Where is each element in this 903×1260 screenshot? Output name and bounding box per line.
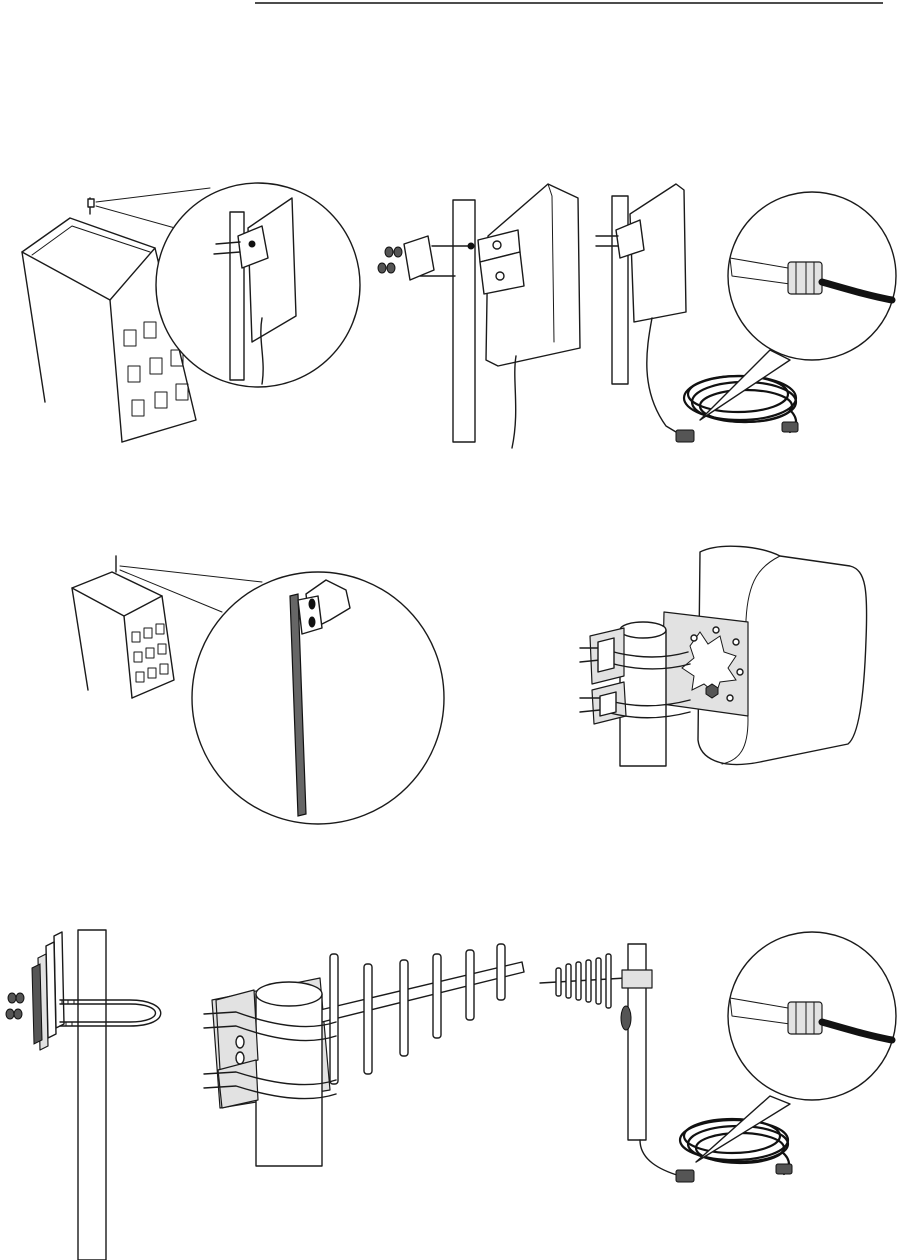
figure-panel-antenna-cable-connection bbox=[596, 184, 896, 442]
cable-icon bbox=[647, 318, 686, 438]
figure-omni-panel-pole-clamp bbox=[580, 546, 867, 766]
zoom-line bbox=[96, 188, 210, 202]
n-connector-icon bbox=[676, 422, 798, 442]
clamp-plate-icon bbox=[404, 236, 434, 280]
zoom-line bbox=[96, 206, 175, 228]
n-connector-icon bbox=[676, 1164, 792, 1182]
bolt-icon bbox=[621, 1006, 631, 1030]
figure-yagi-antenna-cable-connection bbox=[540, 932, 896, 1182]
bolt-icon bbox=[309, 599, 315, 609]
mast-icon bbox=[88, 198, 94, 214]
cable-icon bbox=[640, 1140, 680, 1176]
u-bolt-icon bbox=[60, 1000, 161, 1026]
yagi-element-icon bbox=[320, 944, 524, 1084]
figure-yagi-antenna-pole-clamp bbox=[204, 944, 524, 1166]
mast-icon bbox=[453, 200, 475, 442]
mast-icon bbox=[612, 196, 628, 384]
figure-building-rooftop-zoom-small bbox=[72, 556, 444, 824]
pole-icon bbox=[620, 622, 666, 766]
bolt-icon bbox=[249, 241, 255, 247]
cable-icon bbox=[512, 356, 516, 448]
pole-icon bbox=[256, 982, 322, 1166]
panel-antenna-icon bbox=[630, 184, 686, 322]
clamp-plate-icon bbox=[32, 932, 64, 1050]
mast-icon bbox=[78, 930, 106, 1260]
figure-panel-antenna-bracket-exploded bbox=[378, 184, 580, 448]
zoom-line bbox=[120, 566, 262, 582]
nut-icon bbox=[378, 247, 402, 273]
mounting-bracket-icon bbox=[478, 230, 524, 294]
figure-building-rooftop-zoom bbox=[22, 183, 360, 442]
window-grid bbox=[132, 624, 168, 682]
building-icon bbox=[72, 572, 174, 698]
bolt-icon bbox=[309, 617, 315, 627]
figure-u-bolt-exploded bbox=[6, 930, 161, 1260]
nut-icon bbox=[6, 993, 24, 1019]
